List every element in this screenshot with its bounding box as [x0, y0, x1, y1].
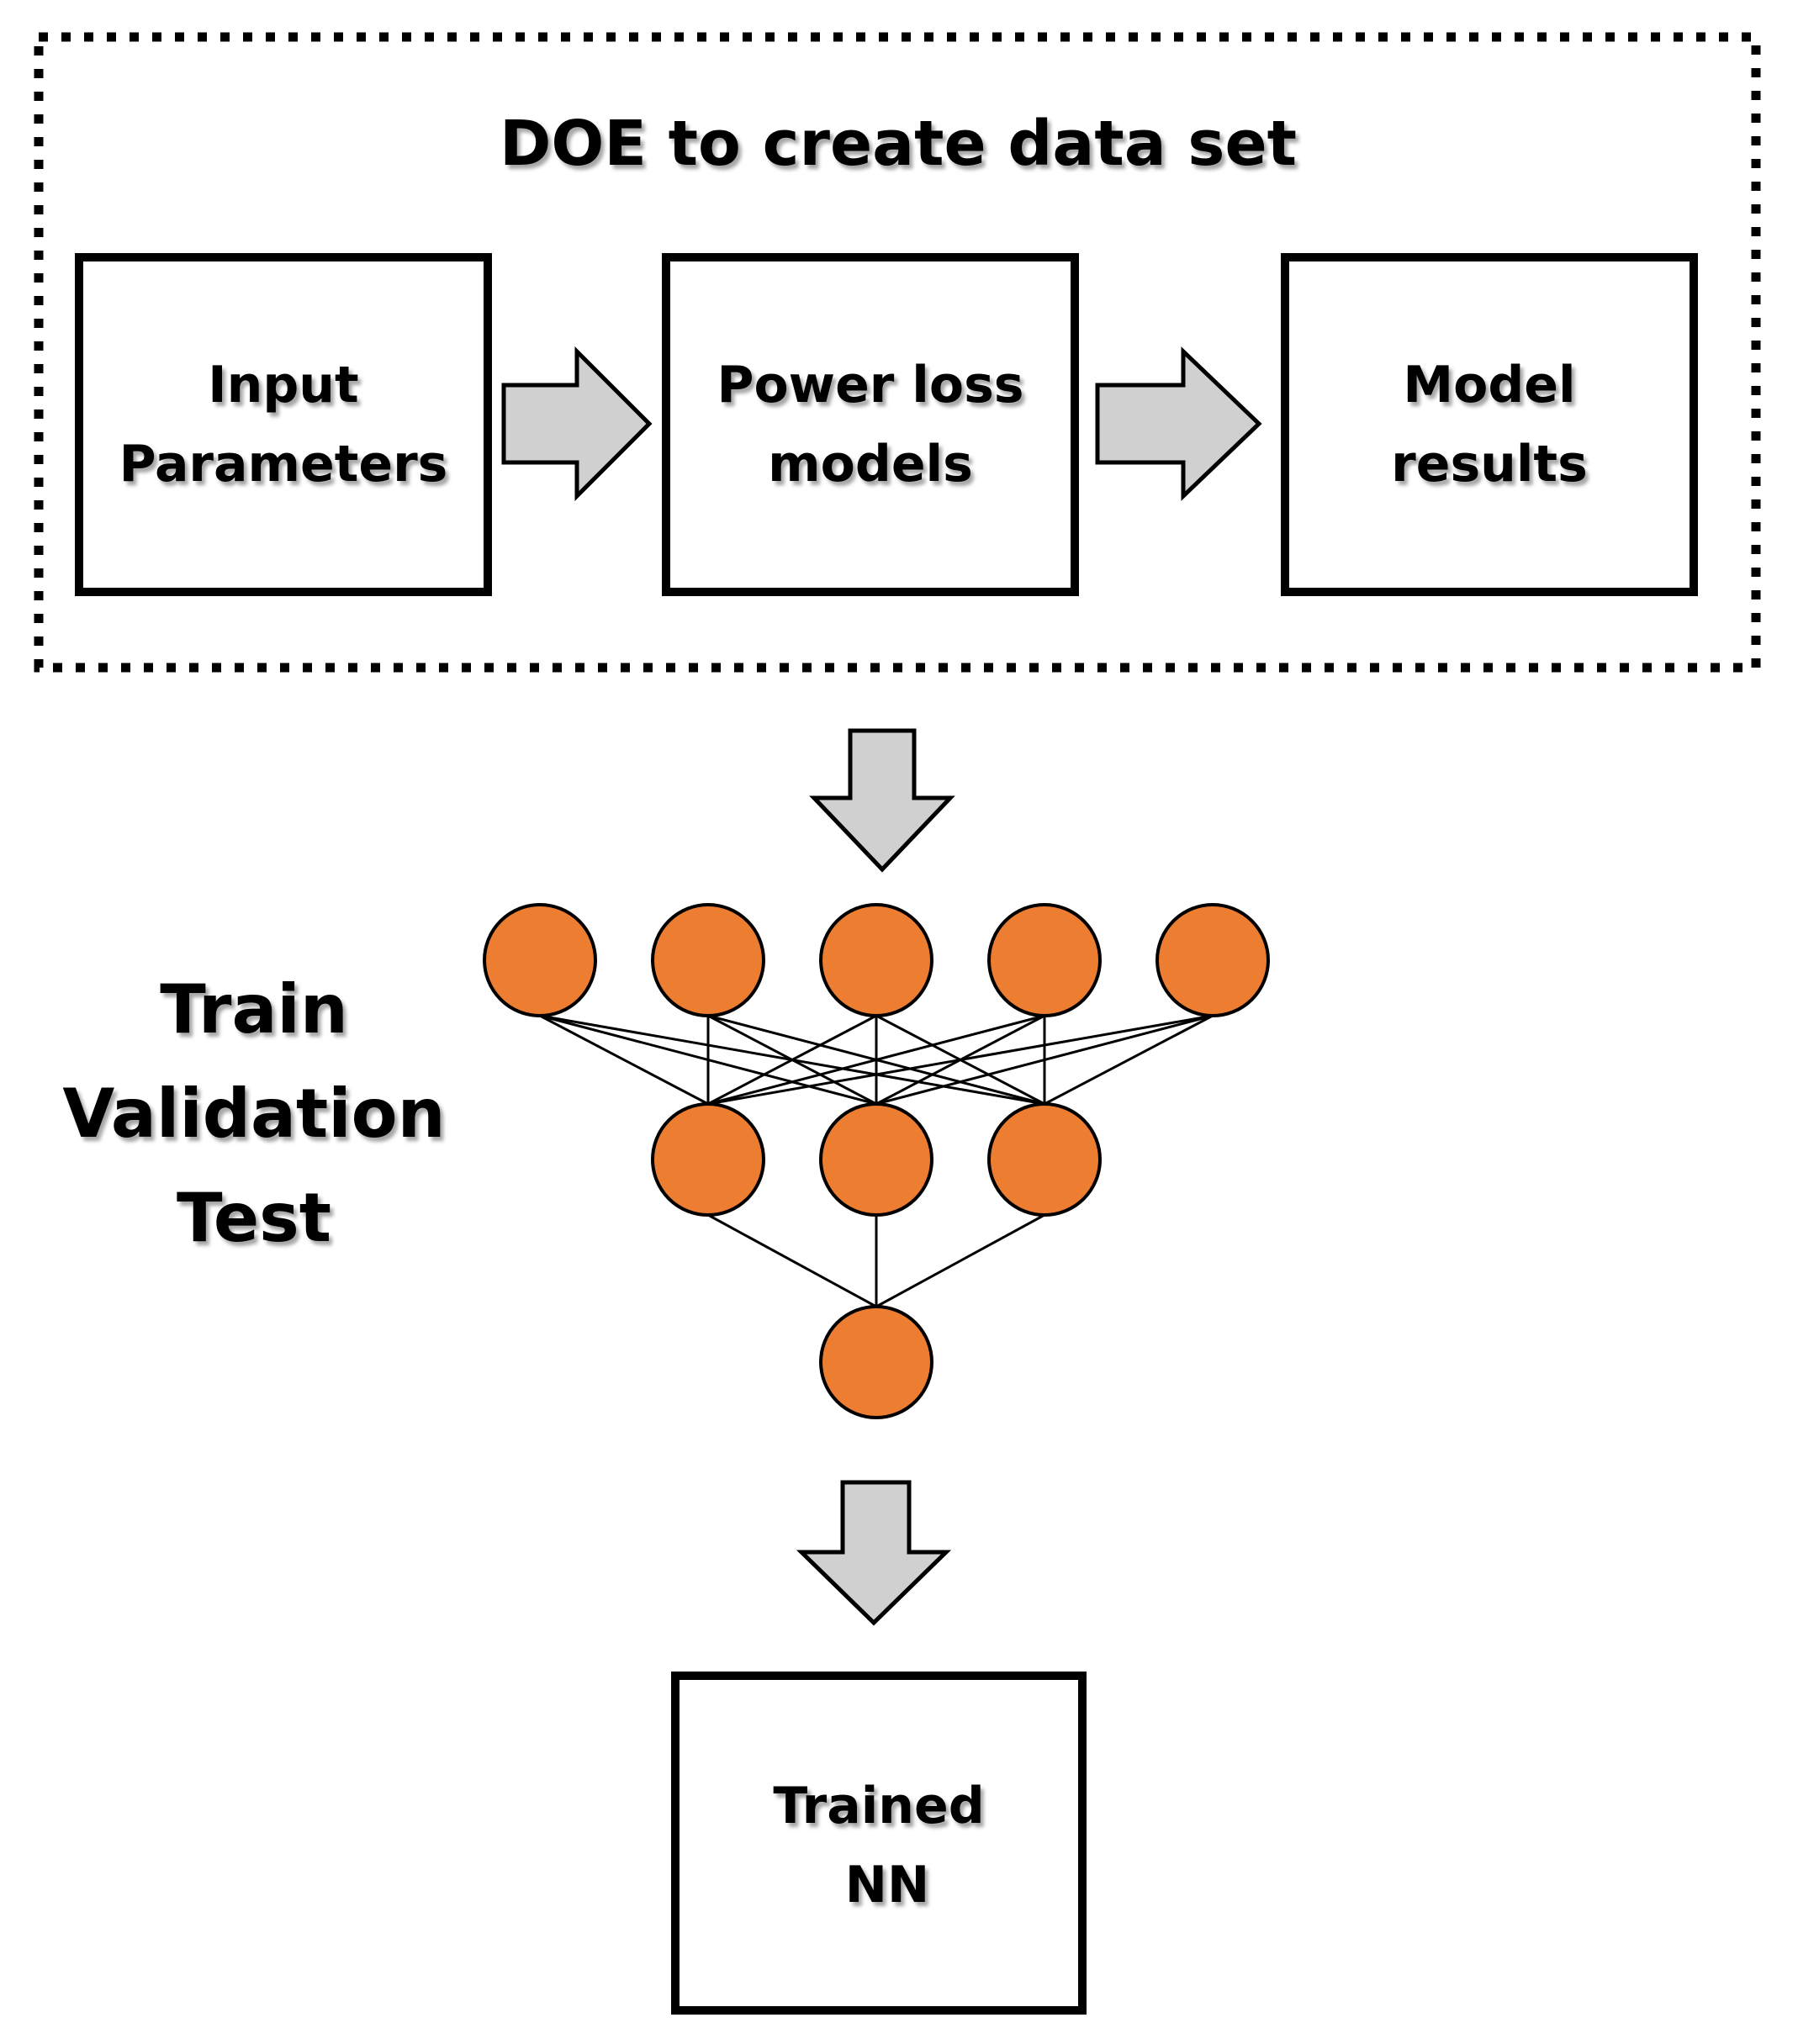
arrow-down-icon — [809, 728, 955, 873]
nn-nodes — [483, 903, 1270, 1419]
nn-edges — [539, 1014, 1214, 1308]
trained-box-label-line1: Trained — [773, 1777, 984, 1835]
nn-node-input-5 — [1155, 903, 1270, 1017]
nn-connection — [707, 1014, 1045, 1106]
nn-node-hidden-1 — [651, 1102, 765, 1217]
nn-node-input-3 — [819, 903, 933, 1017]
arrow-right-icon — [501, 346, 653, 502]
arrow-right-icon — [1095, 346, 1262, 501]
doe-container — [34, 32, 1761, 673]
power-box-label-line1: Power loss — [717, 356, 1023, 415]
nn-node-input-1 — [483, 903, 597, 1017]
nn-connection — [707, 1213, 877, 1308]
model-box-label-line1: Model — [1403, 356, 1575, 415]
nn-connection — [1044, 1014, 1214, 1106]
trained-box-label-line2: NN — [845, 1856, 929, 1915]
nn-connection — [875, 1213, 1045, 1308]
nn-node-input-4 — [987, 903, 1102, 1017]
phase-label-train: Train — [160, 970, 348, 1048]
model-box-label-line2: results — [1391, 435, 1588, 494]
power-box-label-line2: models — [768, 435, 973, 494]
power-loss-models-box: Power loss models — [662, 253, 1079, 596]
nn-node-hidden-3 — [987, 1102, 1102, 1217]
input-parameters-box: Input Parameters — [75, 253, 492, 596]
phase-label-test: Test — [177, 1179, 331, 1257]
trained-nn-box: Trained NN — [671, 1672, 1087, 2015]
model-results-box: Model results — [1281, 253, 1698, 596]
nn-connection — [707, 1014, 1214, 1106]
nn-node-output-1 — [819, 1305, 933, 1419]
nn-connection — [539, 1014, 709, 1106]
nn-node-input-2 — [651, 903, 765, 1017]
arrow-down-icon — [796, 1480, 952, 1626]
input-box-label-line2: Parameters — [119, 435, 448, 494]
doe-title: DOE to create data set — [500, 108, 1297, 180]
nn-node-hidden-2 — [819, 1102, 933, 1217]
phase-label-validation: Validation — [62, 1075, 445, 1153]
input-box-label-line1: Input — [208, 356, 358, 415]
nn-connection — [707, 1014, 877, 1106]
nn-connection — [875, 1014, 1214, 1106]
